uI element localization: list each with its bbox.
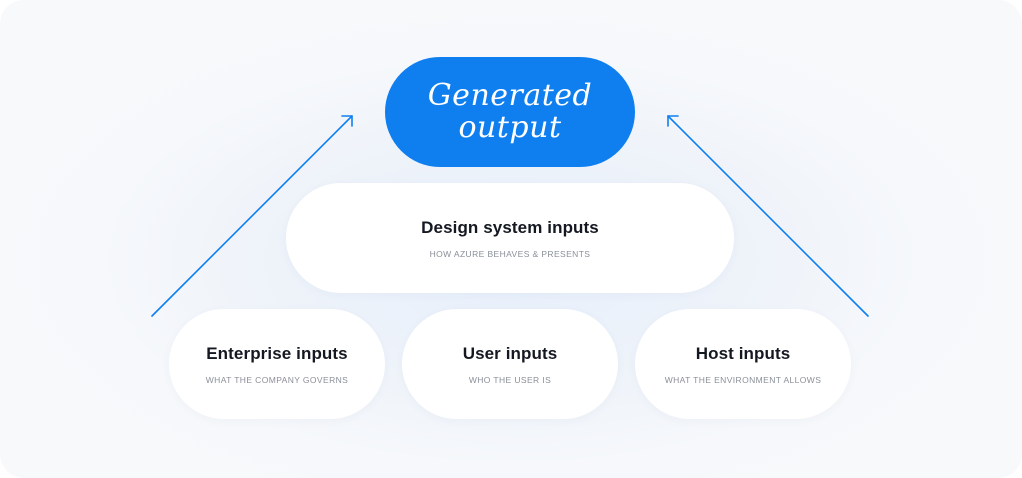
host-inputs-node: Host inputs WHAT THE ENVIRONMENT ALLOWS bbox=[635, 309, 851, 419]
enterprise-title: Enterprise inputs bbox=[206, 343, 348, 363]
user-title: User inputs bbox=[462, 343, 558, 363]
right-arrow-head bbox=[667, 115, 679, 127]
enterprise-inputs-node: Enterprise inputs WHAT THE COMPANY GOVER… bbox=[169, 309, 385, 419]
output-label-line1: Generated bbox=[427, 78, 593, 113]
left-arrow-shaft bbox=[151, 115, 353, 317]
design-system-inputs-node: Design system inputs HOW AZURE BEHAVES &… bbox=[286, 183, 734, 293]
user-inputs-node: User inputs WHO THE USER IS bbox=[402, 309, 618, 419]
host-title: Host inputs bbox=[695, 343, 791, 363]
left-arrow bbox=[151, 115, 353, 317]
enterprise-subtitle: WHAT THE COMPANY GOVERNS bbox=[205, 374, 349, 385]
design-system-subtitle: HOW AZURE BEHAVES & PRESENTS bbox=[429, 248, 591, 259]
left-arrow-head bbox=[341, 115, 353, 127]
generated-output-node: Generated output bbox=[385, 57, 635, 167]
output-label-line2: output bbox=[458, 110, 562, 145]
host-subtitle: WHAT THE ENVIRONMENT ALLOWS bbox=[664, 374, 822, 385]
right-arrow-shaft bbox=[667, 115, 869, 317]
user-subtitle: WHO THE USER IS bbox=[468, 374, 552, 385]
design-system-title: Design system inputs bbox=[421, 217, 599, 237]
right-arrow bbox=[667, 115, 869, 317]
